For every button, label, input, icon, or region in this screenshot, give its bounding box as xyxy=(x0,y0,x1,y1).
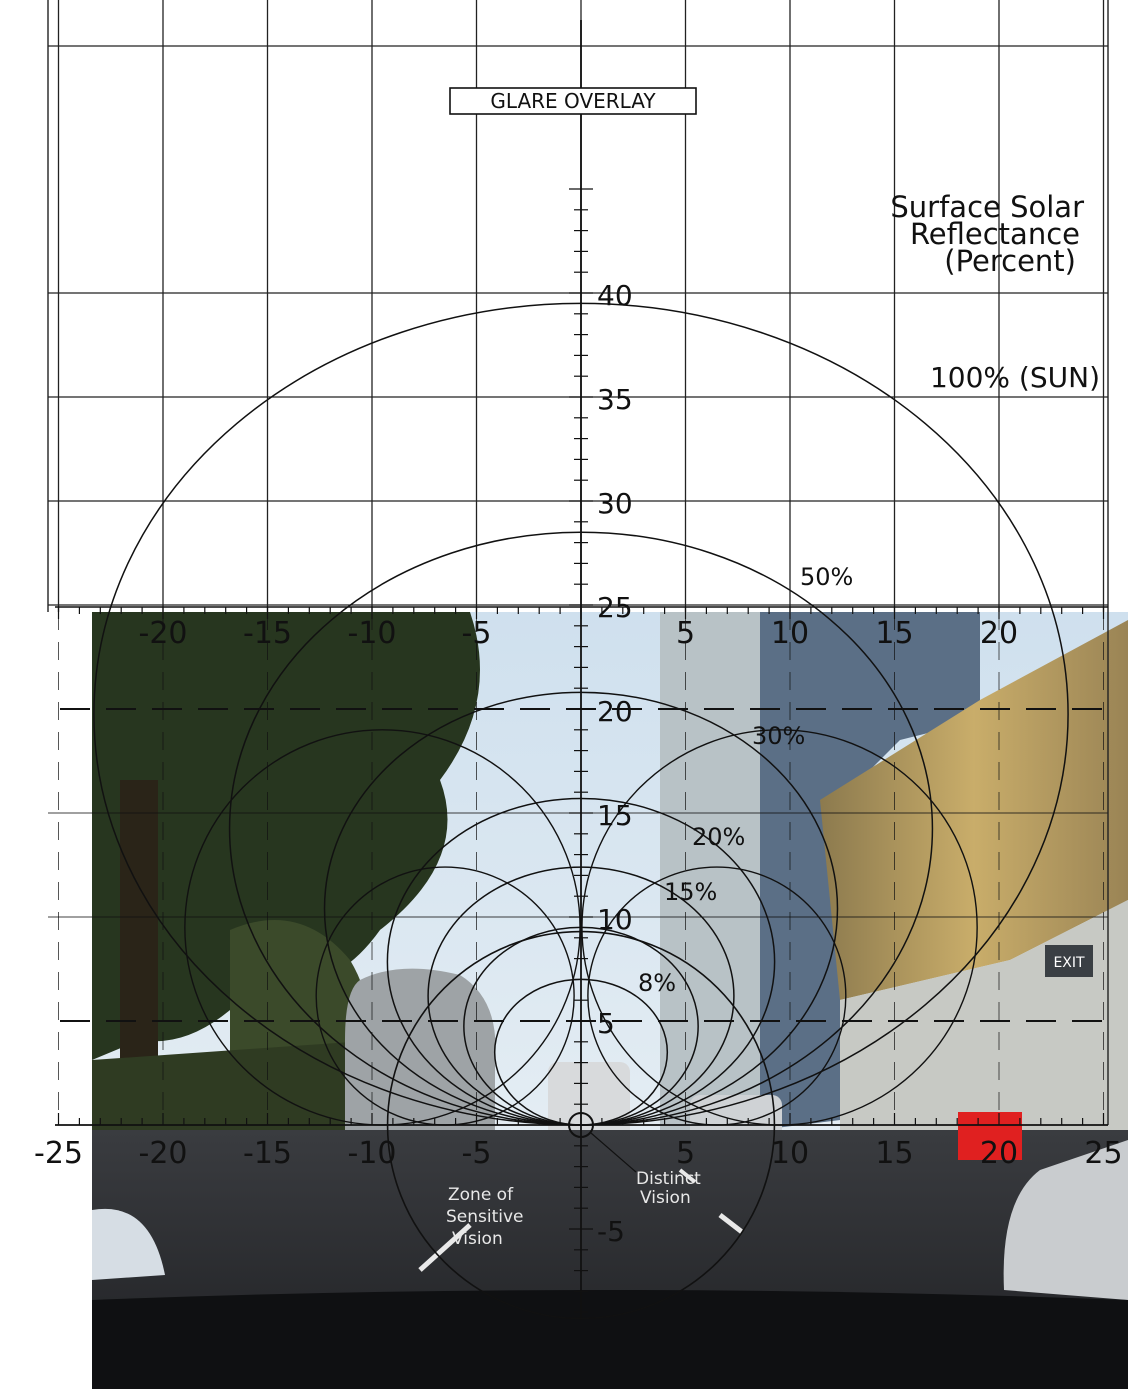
x-tick-label-top: -15 xyxy=(243,616,292,651)
distinct-vision-label-1: Distinct xyxy=(636,1169,701,1189)
reflectance-lobe xyxy=(184,729,581,1126)
y-tick-label: 15 xyxy=(597,799,633,832)
x-tick-label-top: 20 xyxy=(980,616,1018,651)
x-tick-label-top: 10 xyxy=(771,616,809,651)
x-tick-label-top: -20 xyxy=(139,616,188,651)
tree-canopy-left xyxy=(92,612,480,1060)
sensitive-vision-label-1: Zone of xyxy=(448,1185,514,1205)
y-tick-label: 30 xyxy=(597,487,633,520)
curve-label-50: 50% xyxy=(800,563,853,591)
sensitive-vision-label-2: Sensitive xyxy=(446,1207,524,1227)
sensitive-vision-circle xyxy=(386,930,776,1320)
title-box xyxy=(449,87,697,115)
tree-trunk xyxy=(120,780,158,1110)
curve-label-100: 100% (SUN) xyxy=(930,361,1100,394)
reflectance-curves xyxy=(93,302,1069,1320)
y-tick-label: 5 xyxy=(597,1007,615,1040)
y-tick-label: 40 xyxy=(597,279,633,312)
x-tick-label: -20 xyxy=(139,1136,188,1171)
building-sunlit xyxy=(820,620,1128,1000)
x-tick-label: 10 xyxy=(771,1136,809,1171)
title: GLARE OVERLAY xyxy=(490,89,656,113)
reflectance-heading-line3: (Percent) xyxy=(944,244,1076,278)
van xyxy=(548,1062,630,1140)
exit-sign xyxy=(1045,945,1093,977)
reflectance-curve xyxy=(493,978,669,1126)
x-tick-label-top: 5 xyxy=(676,616,695,651)
x-tick-label-top: -5 xyxy=(462,616,492,651)
reflectance-lobe xyxy=(587,866,847,1126)
building-glass xyxy=(660,612,760,1130)
y-tick-label: 10 xyxy=(597,903,633,936)
curve-label-15: 15% xyxy=(664,878,717,906)
x-tick-label-top: 15 xyxy=(875,616,913,651)
reflectance-heading-line1: Surface Solar xyxy=(890,190,1084,224)
x-tick-label: 5 xyxy=(676,1136,695,1171)
street-photo: EXIT xyxy=(92,612,1128,1389)
reflectance-lobe xyxy=(315,866,575,1126)
speedometer xyxy=(92,1208,165,1280)
red-sign xyxy=(958,1112,1022,1160)
y-tick-label: 25 xyxy=(597,591,633,624)
curve-label-8: 8% xyxy=(638,969,676,997)
building-construction xyxy=(760,612,980,1130)
curve-label-20: 20% xyxy=(692,823,745,851)
x-tick-label: 15 xyxy=(875,1136,913,1171)
exit-sign-text: EXIT xyxy=(1053,955,1085,971)
curve-label-30: 30% xyxy=(752,722,805,750)
x-tick-label: -25 xyxy=(34,1136,83,1171)
x-tick-label: -5 xyxy=(462,1136,492,1171)
tick-labels: -25 -20 -15 -10 -5 5 10 15 20 25 -20 -15 -10 -5 5 10 15 2… xyxy=(34,279,1123,1248)
dashboard xyxy=(92,1290,1128,1389)
reflectance-heading-line2: Reflectance xyxy=(910,217,1080,251)
y-tick-label: 35 xyxy=(597,383,633,416)
x-tick-label-top: -10 xyxy=(348,616,397,651)
x-tick-label: -10 xyxy=(348,1136,397,1171)
x-tick-label: 25 xyxy=(1084,1136,1122,1171)
reflectance-lobe xyxy=(581,729,978,1126)
y-tick-label: 20 xyxy=(597,695,633,728)
distinct-vision-label-2: Vision xyxy=(640,1188,691,1208)
x-tick-label: 20 xyxy=(980,1136,1018,1171)
parked-car-right xyxy=(1003,1140,1128,1300)
distinct-vision-circle xyxy=(568,1112,594,1138)
sensitive-vision-label-3: Vision xyxy=(452,1229,503,1249)
distinct-vision-leader xyxy=(590,1132,637,1173)
y-tick-label: -5 xyxy=(597,1215,625,1248)
x-tick-label: -15 xyxy=(243,1136,292,1171)
